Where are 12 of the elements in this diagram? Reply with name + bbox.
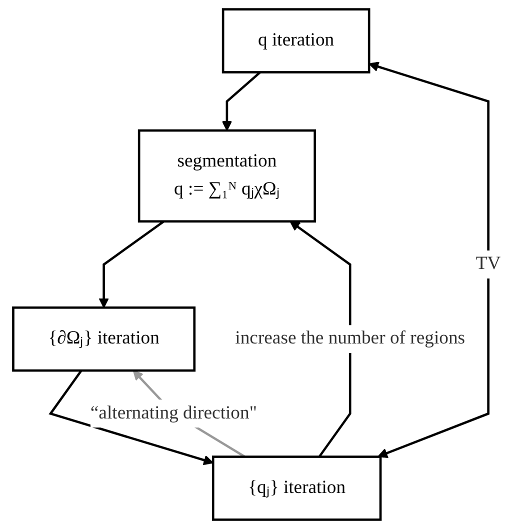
- edge-label: TV: [476, 254, 501, 274]
- edge-label: “alternating direction": [90, 403, 257, 423]
- node-box: {qⱼ} iteration: [212, 456, 382, 521]
- edge-label: increase the number of regions: [235, 328, 466, 348]
- arrow: [222, 71, 261, 131]
- node-box: q iteration: [222, 8, 370, 74]
- arrow: [98, 220, 164, 308]
- arrow: [368, 62, 490, 458]
- arrow: [48, 370, 214, 466]
- arrow: [290, 220, 352, 458]
- node-box: {∂Ωⱼ} iteration: [12, 306, 196, 372]
- node-box: segmentation q := ∑₁ᴺ qⱼχΩⱼ: [138, 129, 316, 223]
